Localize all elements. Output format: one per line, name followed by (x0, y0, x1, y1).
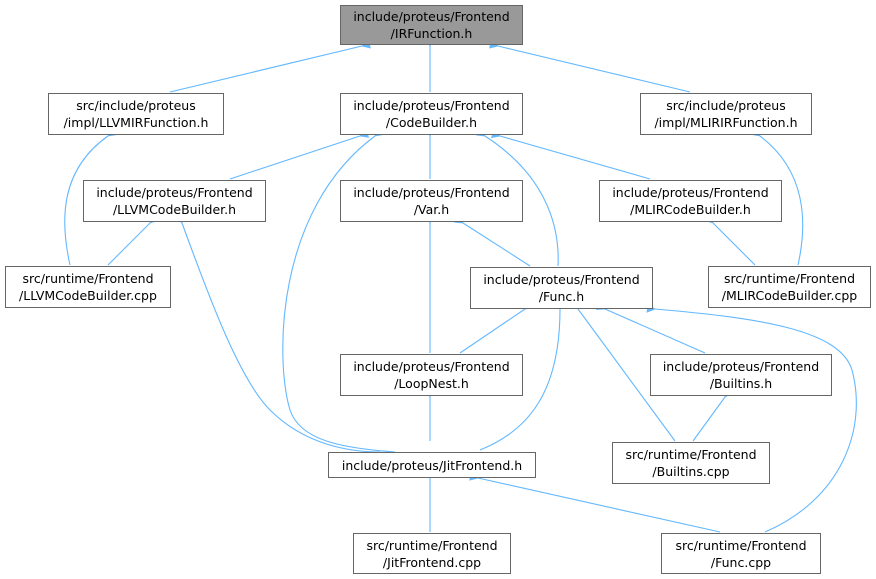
edge-func-h-jitfrontend-h (479, 300, 565, 451)
node-builtins-h[interactable]: include/proteus/Frontend /Builtins.h (650, 354, 832, 396)
node-codebuilder-h-line2: /CodeBuilder.h (385, 115, 478, 130)
node-mlircodebuilder-cpp[interactable]: src/runtime/Frontend /MLIRCodeBuilder.cp… (708, 266, 871, 308)
node-func-h-line1: include/proteus/Frontend (483, 272, 640, 287)
node-mlircodebuilder-h-line1: include/proteus/Frontend (612, 185, 769, 200)
node-mlircodebuilder-h-line2: /MLIRCodeBuilder.h (630, 202, 751, 217)
node-mlirirfunction-h[interactable]: src/include/proteus /impl/MLIRIRFunction… (640, 93, 812, 135)
node-irfunction-h-line1: include/proteus/Frontend (353, 9, 510, 24)
edge-codebuilder-jitfrontend-h (282, 127, 396, 453)
node-jitfrontend-cpp[interactable]: src/runtime/Frontend /JitFrontend.cpp (353, 533, 511, 574)
node-var-h[interactable]: include/proteus/Frontend /Var.h (340, 180, 523, 222)
edge-llvmcodebuilder-h-jitfrontend-h (175, 213, 381, 453)
edge-codebuilder-func-h (475, 127, 559, 267)
edge-jitfrontend-h-func-cpp (469, 471, 721, 533)
node-func-h[interactable]: include/proteus/Frontend /Func.h (470, 267, 653, 309)
edge-mlircodebuilder-h-mlircodebuilder-cpp (704, 214, 756, 266)
node-llvmcodebuilder-h-line1: include/proteus/Frontend (96, 185, 253, 200)
edge-builtins-h-builtins-cpp (692, 387, 734, 442)
node-llvmcodebuilder-h[interactable]: include/proteus/Frontend /LLVMCodeBuilde… (83, 180, 266, 222)
node-func-cpp-line1: src/runtime/Frontend (675, 537, 807, 553)
node-codebuilder-h-line1: include/proteus/Frontend (353, 98, 510, 113)
node-codebuilder-h[interactable]: include/proteus/Frontend /CodeBuilder.h (340, 93, 523, 135)
node-mlircodebuilder-cpp-line2: /MLIRCodeBuilder.cpp (721, 288, 858, 303)
edge-irfunction-llvmirfunction (169, 39, 371, 93)
node-loopnest-h[interactable]: include/proteus/Frontend /LoopNest.h (340, 354, 523, 396)
edge-var-func-h (453, 214, 531, 267)
node-mlirirfunction-h-line2: /impl/MLIRIRFunction.h (654, 115, 798, 130)
node-jitfrontend-h[interactable]: include/proteus/JitFrontend.h (328, 452, 536, 478)
node-jitfrontend-h-line1: include/proteus/JitFrontend.h (341, 457, 523, 473)
node-func-h-line2: /Func.h (538, 289, 585, 304)
node-builtins-h-line1: include/proteus/Frontend (662, 359, 820, 374)
node-mlircodebuilder-cpp-line1: src/runtime/Frontend (723, 271, 856, 286)
node-llvmcodebuilder-cpp[interactable]: src/runtime/Frontend /LLVMCodeBuilder.cp… (5, 266, 171, 308)
edge-irfunction-mlirirfunction (489, 39, 691, 93)
node-llvmcodebuilder-h-line2: /LLVMCodeBuilder.h (112, 202, 237, 217)
node-loopnest-h-line1: include/proteus/Frontend (353, 359, 510, 374)
edge-llvmirfunction-llvmcodebuilder-cpp (64, 127, 118, 266)
edge-codebuilder-mlircodebuilder-h (490, 129, 651, 180)
node-builtins-cpp[interactable]: src/runtime/Frontend /Builtins.cpp (612, 442, 770, 484)
node-var-h-line2: /Var.h (413, 202, 450, 217)
node-irfunction-h-line2: /IRFunction.h (390, 26, 473, 41)
node-mlirirfunction-h-line1: src/include/proteus (666, 98, 786, 113)
node-llvmirfunction-h[interactable]: src/include/proteus /impl/LLVMIRFunction… (48, 93, 224, 135)
edge-func-h-builtins-cpp (569, 299, 676, 442)
node-func-cpp-line2: /Func.cpp (710, 554, 772, 570)
edge-func-h-func-cpp (646, 303, 857, 533)
edge-mlirirfunction-mlircodebuilder-cpp (750, 127, 804, 266)
node-func-cpp[interactable]: src/runtime/Frontend /Func.cpp (661, 533, 821, 574)
node-llvmirfunction-h-line1: src/include/proteus (76, 98, 196, 113)
edge-llvmcodebuilder-h-llvmcodebuilder-cpp (107, 214, 159, 266)
node-var-h-line1: include/proteus/Frontend (353, 185, 510, 200)
node-llvmcodebuilder-cpp-line2: /LLVMCodeBuilder.cpp (19, 288, 157, 303)
edge-func-h-builtins-h (595, 301, 706, 354)
node-irfunction-h: include/proteus/Frontend /IRFunction.h (340, 5, 523, 45)
node-builtins-h-line2: /Builtins.h (709, 376, 773, 391)
node-llvmcodebuilder-cpp-line1: src/runtime/Frontend (22, 271, 154, 286)
node-builtins-cpp-line2: /Builtins.cpp (652, 464, 730, 479)
edge-func-h-loopnest (459, 300, 535, 354)
node-jitfrontend-cpp-line2: /JitFrontend.cpp (382, 554, 482, 570)
node-llvmirfunction-h-line2: /impl/LLVMIRFunction.h (63, 115, 209, 130)
node-loopnest-h-line2: /LoopNest.h (394, 376, 469, 391)
node-jitfrontend-cpp-line1: src/runtime/Frontend (366, 537, 498, 553)
edge-codebuilder-llvmcodebuilder-h (229, 129, 370, 180)
node-builtins-cpp-line1: src/runtime/Frontend (625, 447, 757, 462)
node-mlircodebuilder-h[interactable]: include/proteus/Frontend /MLIRCodeBuilde… (599, 180, 782, 222)
